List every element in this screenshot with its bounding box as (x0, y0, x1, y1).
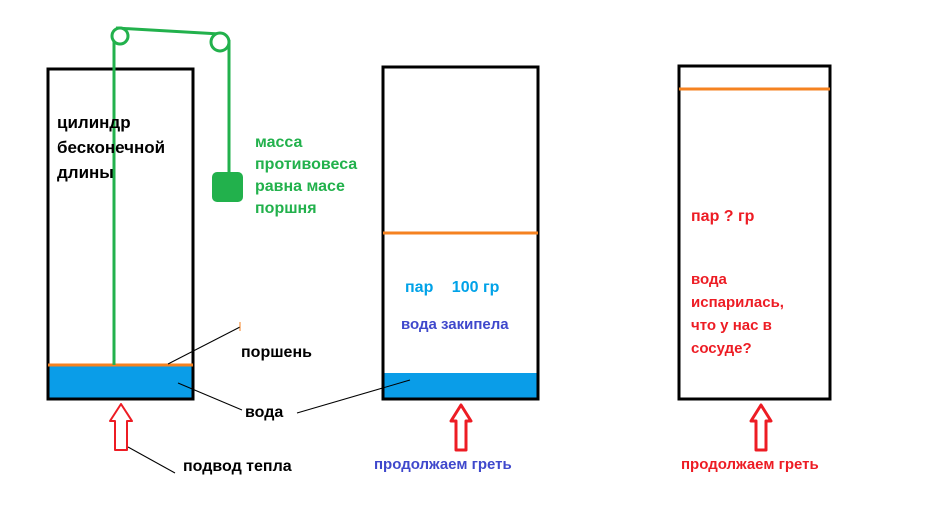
steam-label-3: пар ? гр (691, 208, 755, 225)
panel-3-cylinder (677, 64, 832, 401)
steam-label-2-text: пар (405, 279, 434, 296)
pulley-right (209, 31, 231, 53)
panel-3 (677, 64, 832, 452)
panel-1 (46, 26, 243, 474)
question-label-line-4: сосуде? (691, 340, 752, 357)
pulley-left (110, 26, 130, 46)
cylinder-label: цилиндр бесконечной длины (57, 110, 165, 185)
heat-supply-label: подвод тепла (183, 458, 292, 475)
question-label-line-3: что у нас в (691, 317, 772, 334)
water-label: вода (245, 404, 284, 421)
counterweight-label: масса противовеса равна масе поршня (255, 132, 357, 220)
cylinder-label-line-3: длины (57, 163, 114, 182)
cylinder-label-line-2: бесконечной (57, 138, 166, 157)
water-leader-line-2 (296, 379, 411, 414)
rope-top (115, 26, 221, 36)
counterweight-label-line-1: масса (255, 134, 303, 151)
pulley-system (110, 26, 231, 365)
boiling-label: вода закипела (401, 316, 509, 333)
panel-1-water (48, 366, 193, 399)
heat-arrow-2 (449, 403, 473, 452)
piston-leader-line (167, 326, 241, 365)
cylinder-label-line-1: цилиндр (57, 113, 131, 132)
counterweight-label-line-4: поршня (255, 200, 317, 217)
counterweight (212, 172, 243, 202)
piston-label: поршень (241, 344, 312, 361)
counterweight-label-line-2: противовеса (255, 156, 358, 173)
water-leader-line (177, 382, 243, 411)
heating-label-3: продолжаем греть (681, 456, 819, 473)
panel-2-water (383, 373, 538, 399)
counterweight-label-line-3: равна масе (255, 178, 345, 195)
heating-label-2: продолжаем греть (374, 456, 512, 473)
panel-1-cylinder (46, 67, 195, 401)
question-label: вода испарилась, что у нас в сосуде? (691, 268, 784, 360)
question-label-line-2: испарилась, (691, 294, 784, 311)
steam-mass-2: 100 гр (451, 279, 500, 296)
question-label-line-1: вода (691, 271, 727, 288)
panel-2 (296, 65, 540, 452)
heat-arrow-1 (109, 403, 133, 451)
heat-arrow-3 (749, 403, 773, 452)
steam-label-2: пар 100 гр (405, 277, 499, 299)
heat-leader-line (127, 446, 176, 474)
